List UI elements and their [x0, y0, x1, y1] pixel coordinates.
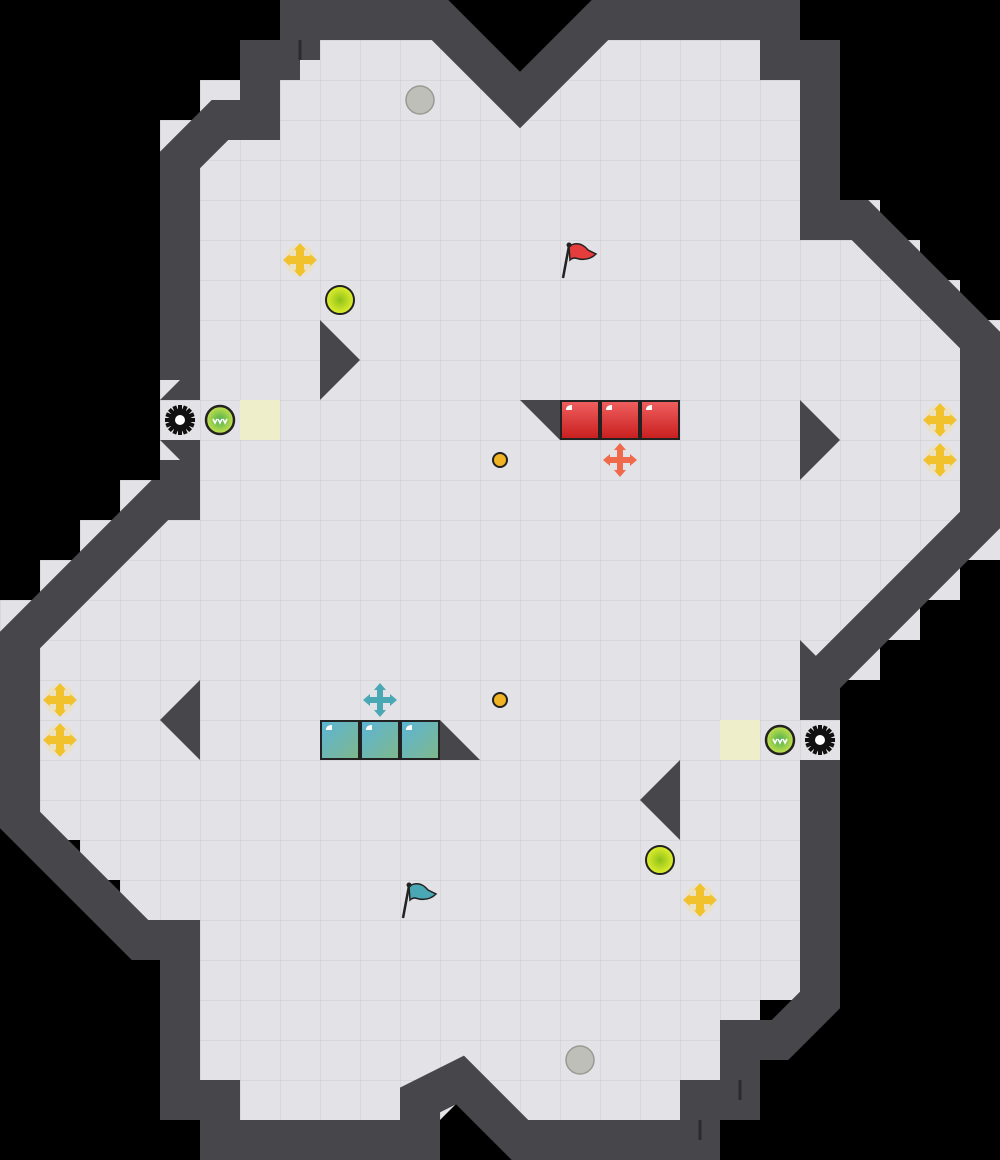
gate-tile: [720, 720, 760, 760]
spawn-pad: [565, 1045, 595, 1075]
red-flag-icon[interactable]: [561, 242, 598, 279]
bomb-icon[interactable]: [165, 405, 195, 435]
wall-bumpers: [160, 320, 840, 840]
blue-flag-icon[interactable]: [401, 882, 438, 919]
red-team-blocks: [560, 400, 680, 440]
boost-icon[interactable]: [325, 285, 355, 315]
gate-tile: [240, 400, 280, 440]
blue-team-blocks: [320, 720, 440, 760]
bomb-icon[interactable]: [805, 725, 835, 755]
blue-team-boost-icon[interactable]: [363, 683, 397, 717]
wall-trim: [298, 40, 742, 1140]
portal-icon[interactable]: [764, 724, 796, 756]
button-icon[interactable]: [492, 692, 508, 708]
portal-icon[interactable]: [204, 404, 236, 436]
button-icon[interactable]: [492, 452, 508, 468]
red-team-boost-icon[interactable]: [603, 443, 637, 477]
boost-icon[interactable]: [645, 845, 675, 875]
spawn-pad: [405, 85, 435, 115]
